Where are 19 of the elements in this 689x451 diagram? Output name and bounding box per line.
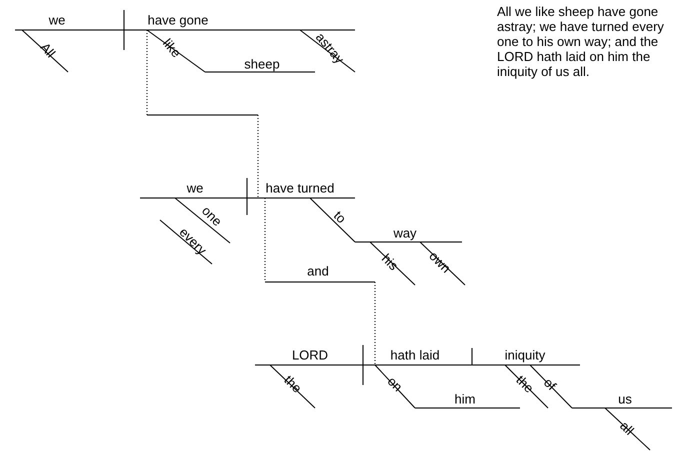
word-label: LORD: [292, 348, 328, 362]
word-label: we: [48, 12, 66, 28]
word-label: we: [186, 180, 204, 196]
word-label: iniquity: [504, 348, 546, 362]
sentence-text: All we like sheep have gone astray; we have turned every one to his own way; and the LORD hath laid on him the iniquity of us all.: [497, 4, 665, 79]
word-label: on: [384, 374, 406, 394]
word-label: one: [199, 203, 225, 229]
word-label: and: [307, 264, 329, 278]
word-label: have gone: [148, 12, 208, 28]
word-label: the: [281, 372, 305, 396]
word-label: of: [540, 374, 560, 394]
word-label: hath laid: [390, 348, 440, 362]
word-label: way: [393, 226, 417, 240]
word-label: to: [330, 208, 350, 226]
word-label: sheep: [244, 56, 280, 72]
word-label: him: [454, 392, 476, 406]
word-label: have turned: [266, 180, 334, 196]
word-label: his: [378, 250, 402, 274]
word-label: us: [618, 392, 632, 406]
